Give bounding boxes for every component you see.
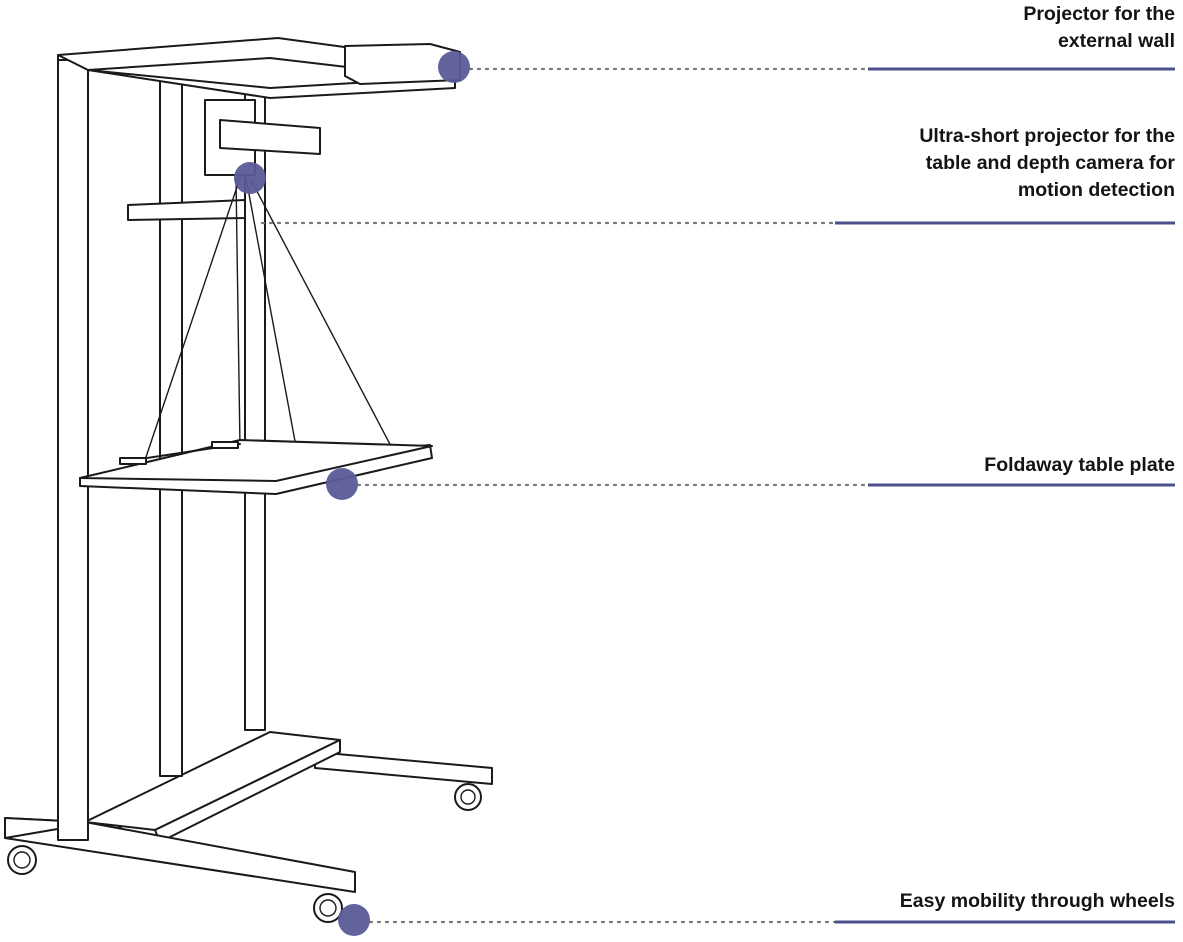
callout-line: Projector for the [1023, 3, 1175, 25]
marker-table-plate [326, 468, 358, 500]
marker-wheels [338, 904, 370, 936]
callout-lines [260, 67, 1175, 924]
callout-line: Foldaway table plate [984, 454, 1175, 476]
side-bracket [127, 199, 246, 221]
table-hinge-left [119, 457, 147, 465]
callout-line: motion detection [1017, 179, 1175, 201]
base-right-leg [314, 751, 493, 785]
callout-label-table-plate: Foldaway table plate [984, 452, 1175, 479]
callout-label-wheels: Easy mobility through wheels [900, 888, 1175, 915]
callout-line: external wall [1057, 30, 1175, 52]
wheel-back-right [454, 783, 482, 811]
table-hinge-right [211, 441, 239, 449]
wheel-front-right [313, 893, 343, 923]
inner-post-left [159, 69, 183, 777]
callout-line: Easy mobility through wheels [899, 890, 1175, 912]
mobile-projection-stand [4, 37, 493, 923]
callout-line: table and depth camera for [925, 152, 1175, 174]
marker-wall-projector [438, 51, 470, 83]
marker-ultra-short-projector [234, 162, 266, 194]
callout-line: Ultra-short projector for the [919, 125, 1175, 147]
callout-label-ultra-short-projector: Ultra-short projector for the table and … [919, 123, 1175, 204]
callout-markers [234, 51, 470, 936]
wheel-front-left [7, 845, 37, 875]
callout-label-wall-projector: Projector for the external wall [1023, 1, 1175, 55]
main-post [57, 59, 89, 841]
projection-cone [144, 177, 393, 469]
